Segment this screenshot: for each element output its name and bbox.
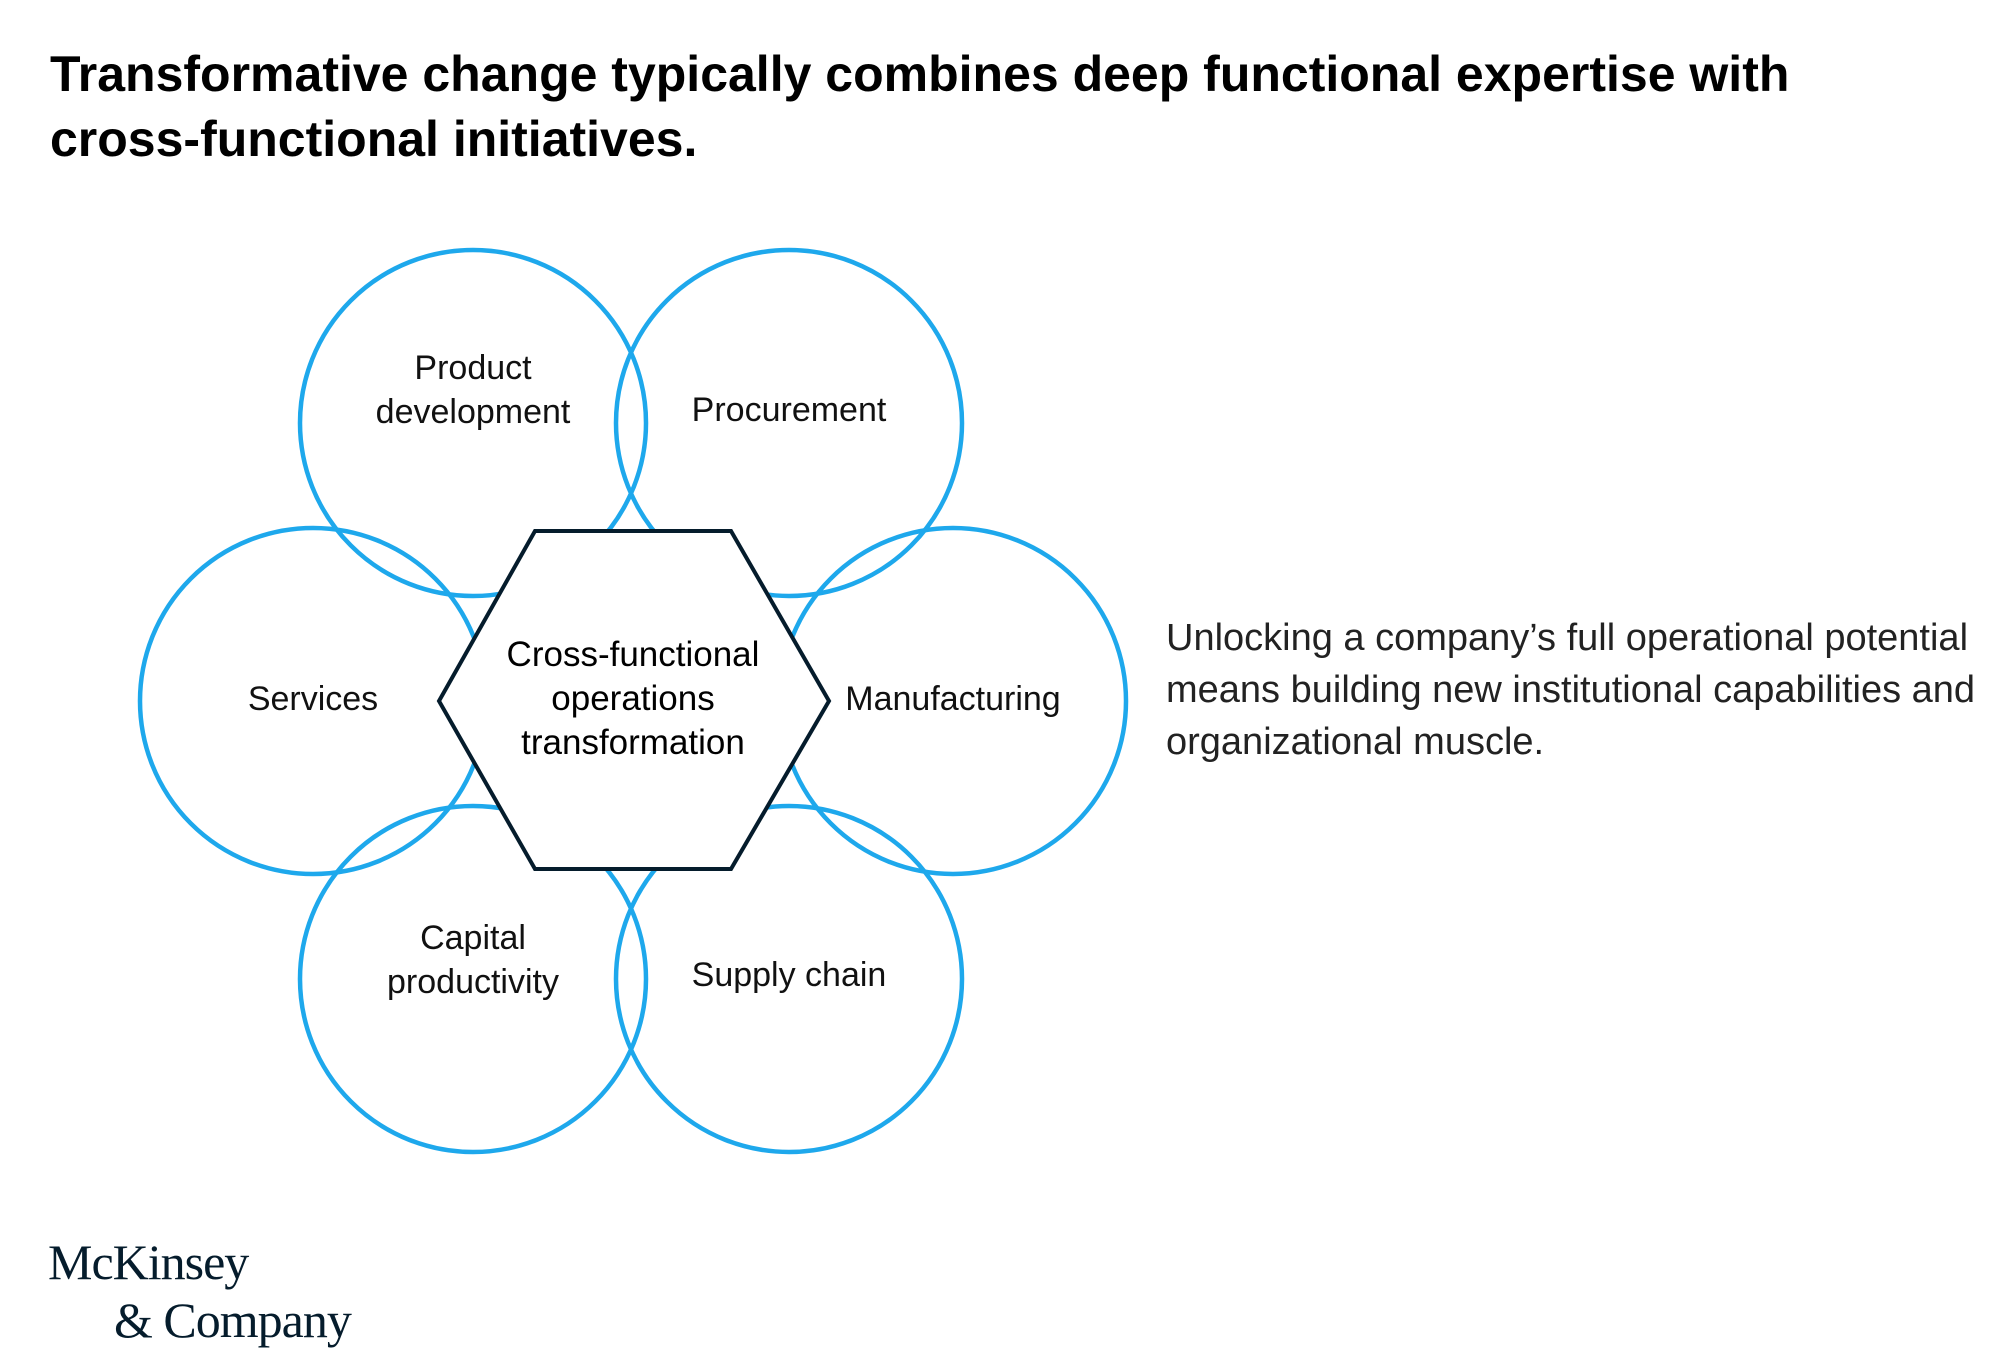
label-manufacturing: Manufacturing bbox=[845, 680, 1060, 718]
circle-capital-productivity bbox=[297, 803, 649, 1155]
circle-procurement bbox=[613, 247, 965, 599]
label-line: Procurement bbox=[692, 391, 887, 429]
label-line: Capital bbox=[420, 919, 526, 957]
label-line: Supply chain bbox=[692, 956, 887, 994]
logo-line-1: McKinsey bbox=[48, 1234, 249, 1290]
center-label-line: Cross-functional bbox=[507, 635, 760, 674]
label-capital-productivity: Capital productivity bbox=[387, 919, 559, 1001]
label-line: productivity bbox=[387, 963, 559, 1001]
center-hexagon bbox=[436, 529, 832, 871]
center-label-line: operations bbox=[551, 679, 714, 718]
circle-supply-chain bbox=[613, 803, 965, 1155]
side-description: Unlocking a company’s full operational p… bbox=[1166, 617, 1976, 763]
mckinsey-logo: McKinsey & Company bbox=[48, 1233, 352, 1349]
center-label: Cross-functional operations transformation bbox=[507, 635, 760, 762]
label-services: Services bbox=[248, 680, 378, 718]
label-line: development bbox=[376, 393, 571, 431]
label-product-development: Product development bbox=[376, 349, 571, 431]
center-label-line: transformation bbox=[521, 723, 745, 762]
label-line: Manufacturing bbox=[845, 680, 1060, 718]
circle-product-development bbox=[297, 247, 649, 599]
center-hexagon-group: Cross-functional operations transformation bbox=[436, 529, 832, 871]
label-line: Product bbox=[414, 349, 532, 387]
function-labels: Product development ProcurementManufacturi… bbox=[248, 349, 1061, 1001]
label-supply-chain: Supply chain bbox=[692, 956, 887, 994]
label-procurement: Procurement bbox=[692, 391, 887, 429]
page-title: Transformative change typically combines… bbox=[50, 46, 1790, 167]
label-line: Services bbox=[248, 680, 378, 718]
logo-line-2: & Company bbox=[114, 1292, 352, 1348]
